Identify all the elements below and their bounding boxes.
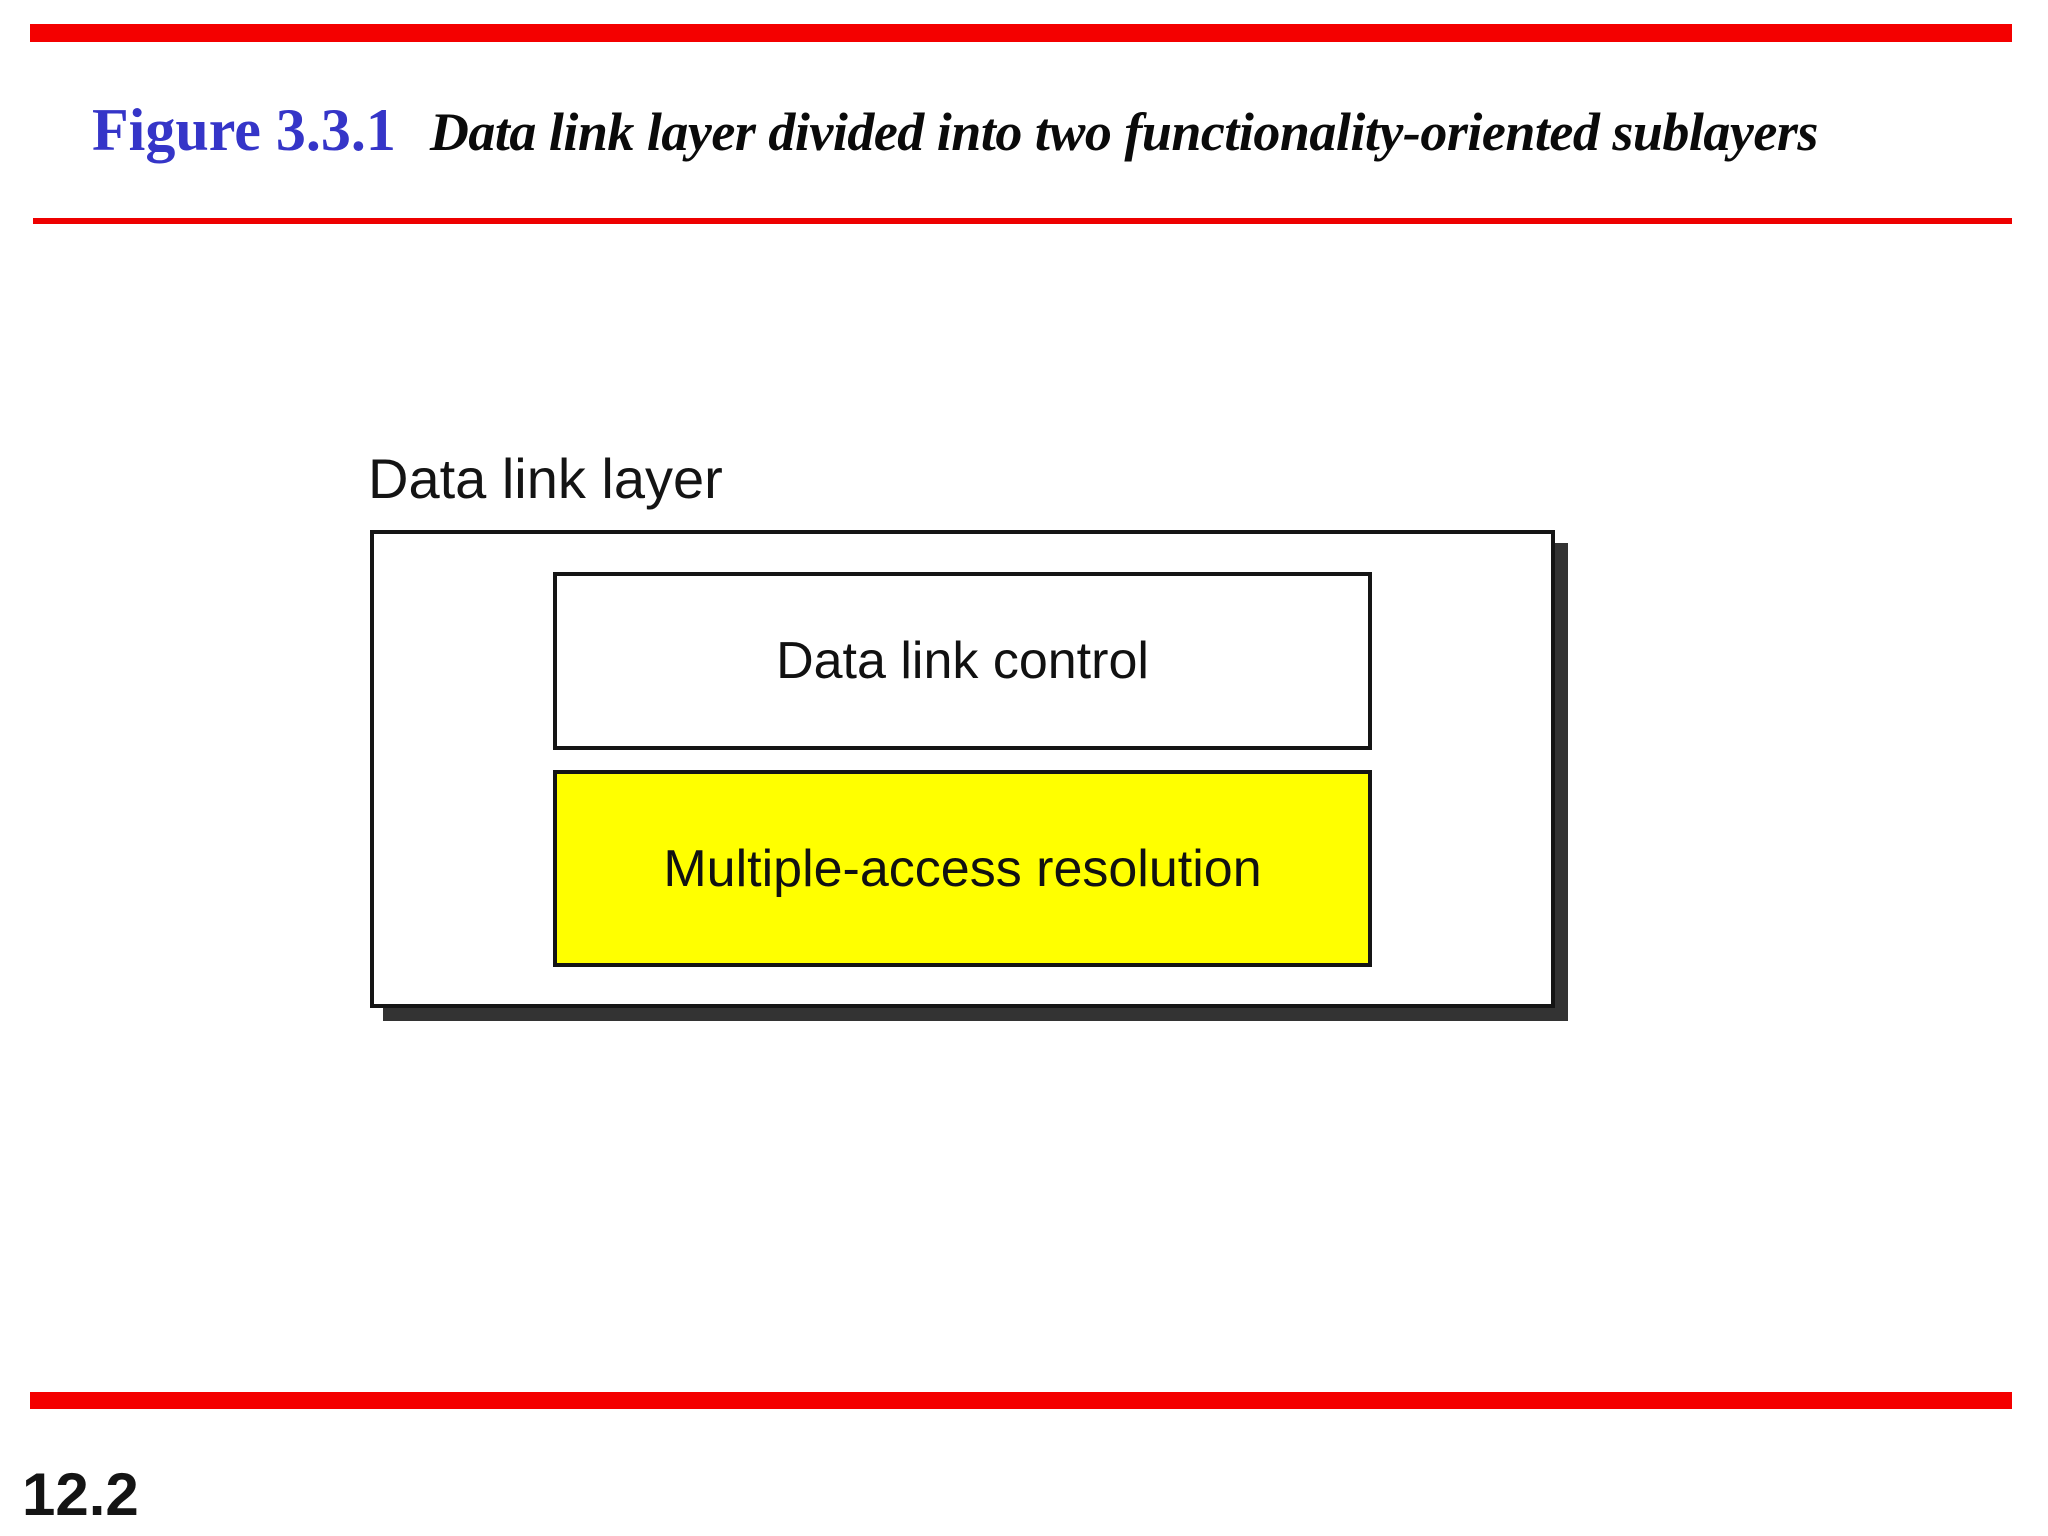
title-underline-rule <box>33 218 2012 224</box>
sublayer-data-link-control: Data link control <box>553 572 1372 750</box>
sublayer-multiple-access-resolution-label: Multiple-access resolution <box>663 839 1262 898</box>
page-number: 12.2 <box>22 1461 139 1528</box>
top-red-bar <box>30 24 2012 42</box>
bottom-red-bar <box>30 1392 2012 1409</box>
figure-caption: Data link layer divided into two functio… <box>429 102 1819 162</box>
data-link-layer-box: Data link control Multiple-access resolu… <box>370 530 1555 1008</box>
sublayer-multiple-access-resolution: Multiple-access resolution <box>553 770 1372 967</box>
sublayer-data-link-control-label: Data link control <box>776 632 1149 690</box>
slide-title: Figure 3.3.1 Data link layer divided int… <box>92 96 1818 165</box>
figure-number-label: Figure 3.3.1 <box>92 97 396 163</box>
data-link-layer-label: Data link layer <box>368 447 723 510</box>
